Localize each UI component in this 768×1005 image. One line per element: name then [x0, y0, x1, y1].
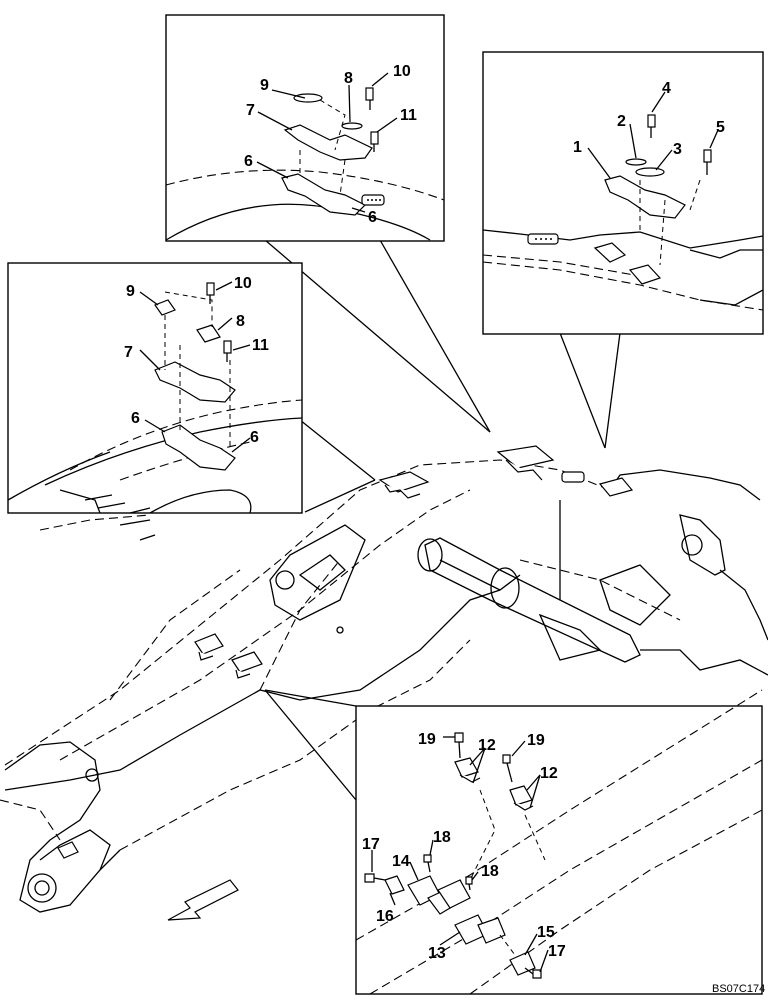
- part-callout-number: 1: [573, 139, 582, 156]
- part-callout-number: 19: [418, 731, 436, 748]
- part-callout-number: 18: [481, 863, 499, 880]
- detail-box-top-right: 1 2 4 3 5: [482, 51, 764, 449]
- part-callout-number: 9: [260, 77, 269, 94]
- part-callout-number: 9: [126, 283, 135, 300]
- part-callout-number: 18: [433, 829, 451, 846]
- boom-clamps-installed: [57, 445, 634, 859]
- part-callout-number: 11: [252, 337, 269, 354]
- part-callout-number: 3: [673, 141, 682, 158]
- part-callout-number: 19: [527, 732, 545, 749]
- part-callout-number: 16: [376, 908, 394, 925]
- part-callout-number: 15: [537, 924, 555, 941]
- part-callout-number: 13: [428, 945, 446, 962]
- part-callout-number: 11: [400, 107, 417, 124]
- part-callout-number: 7: [246, 102, 255, 119]
- part-callout-number: 17: [362, 836, 380, 853]
- part-callout-number: 4: [662, 80, 671, 97]
- part-callout-number: 12: [478, 737, 496, 754]
- part-callout-number: 12: [540, 765, 558, 782]
- part-callout-number: 8: [344, 70, 353, 87]
- part-callout-number: 10: [234, 275, 252, 292]
- bolt-icon: [364, 732, 542, 979]
- part-callout-number: 7: [124, 344, 133, 361]
- bolt-icon: [365, 87, 379, 152]
- detail-box-bottom-right: 19 12 19 12 18 17 14 18 16 13 15 17: [264, 689, 763, 995]
- detail-box-top-center: 9 8 10 7 11 6 6: [165, 14, 491, 433]
- part-callout-number: 17: [548, 943, 566, 960]
- front-direction-arrow-icon: [167, 879, 239, 921]
- boom-assembly: [0, 459, 768, 913]
- figure-code: BS07C174: [712, 983, 765, 995]
- part-callout-number: 6: [131, 410, 140, 427]
- part-callout-number: 8: [236, 313, 245, 330]
- detail-box-left: 9 10 8 7 11 6 6: [7, 262, 376, 514]
- part-callout-number: 2: [617, 113, 626, 130]
- part-callout-number: 6: [250, 429, 259, 446]
- part-callout-number: 6: [368, 209, 377, 226]
- part-callout-number: 14: [392, 853, 410, 870]
- part-callout-number: 6: [244, 153, 253, 170]
- part-callout-number: 5: [716, 119, 725, 136]
- part-callout-number: 10: [393, 63, 411, 80]
